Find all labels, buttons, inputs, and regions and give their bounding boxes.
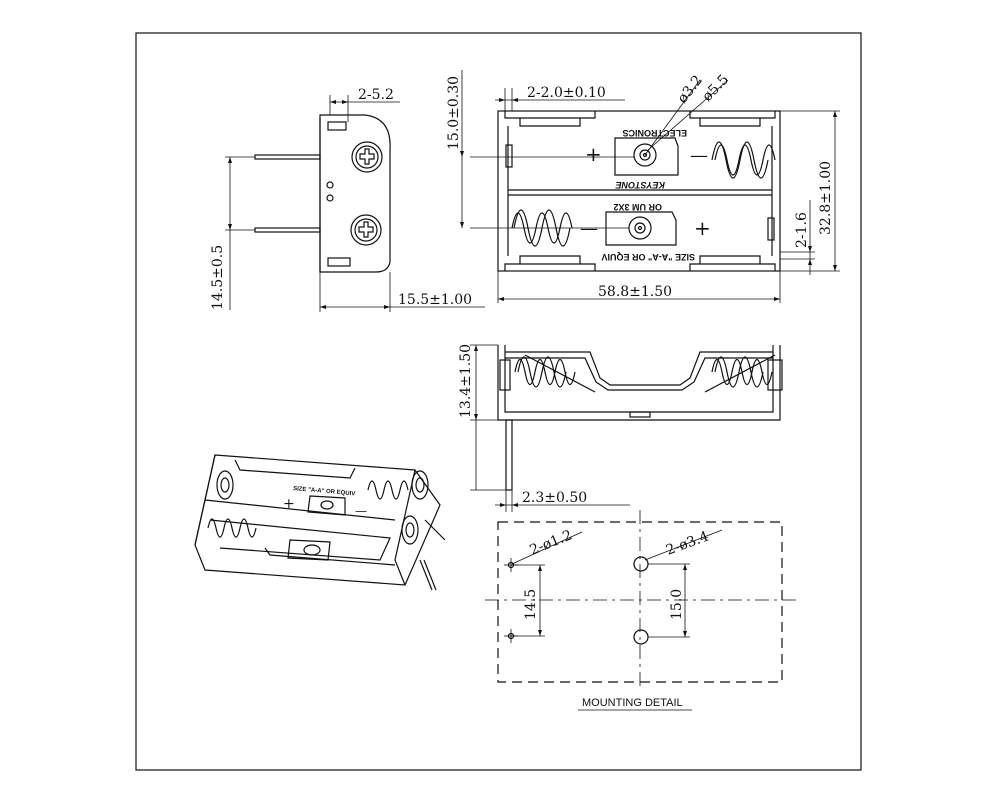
- upper-plus: +: [585, 142, 602, 166]
- dim-pin-length: 2.3±0.50: [522, 490, 587, 506]
- dim-top-slot: 2-5.2: [358, 87, 394, 103]
- mounting-title: MOUNTING DETAIL: [582, 697, 683, 709]
- dim-slot: 2-1.6: [794, 212, 810, 248]
- dim-small-holes: 2-ø1.2: [528, 527, 575, 558]
- dim-large-holes: 2-ø3.4: [664, 529, 711, 559]
- isometric-view: SIZE "A-A" OR EQUIV + —: [194, 454, 446, 591]
- lower-plus: +: [694, 216, 711, 240]
- dim-top-height: 15.0±0.30: [446, 76, 462, 150]
- front-view: 13.4±1.50 2.3±0.50: [458, 344, 783, 512]
- dim-top-depth: 32.8±1.00: [818, 161, 834, 235]
- dim-small-pitch: 14.5: [523, 589, 539, 620]
- iso-minus: —: [355, 504, 367, 518]
- iso-size-text: SIZE "A-A" OR EQUIV: [293, 486, 356, 497]
- text-electronics: ELECTRONICS: [622, 128, 687, 138]
- top-view: + — — + ELECTRONICS KEYSTONE OR UM 3X2 S…: [446, 70, 840, 303]
- dim-pin-pitch: 14.5±0.5: [210, 245, 226, 310]
- lower-minus: —: [580, 218, 598, 239]
- left-side-view: 2-5.2 14.5±0.5 15.5±1.00: [210, 87, 485, 312]
- text-keystone: KEYSTONE: [615, 180, 665, 190]
- dim-terminals: 2-2.0±0.10: [527, 85, 606, 101]
- dim-hole-large: ø5.5: [699, 72, 732, 105]
- dim-large-pitch: 15.0: [669, 589, 685, 620]
- mounting-detail: 2-ø1.2 2-ø3.4 14.5 15.0 MOUNTING DETAIL: [485, 510, 800, 711]
- dim-hole-small: ø3.2: [675, 72, 707, 106]
- dim-side-depth: 15.5±1.00: [398, 292, 472, 308]
- text-size-aa: SIZE "A-A" OR EQUIV: [601, 252, 695, 262]
- iso-plus: +: [283, 496, 295, 512]
- dim-top-width: 58.8±1.50: [598, 284, 672, 300]
- upper-minus: —: [690, 145, 708, 166]
- text-or-um: OR UM 3X2: [613, 202, 662, 212]
- dim-front-height: 13.4±1.50: [458, 344, 474, 418]
- drawing-frame: [135, 32, 862, 771]
